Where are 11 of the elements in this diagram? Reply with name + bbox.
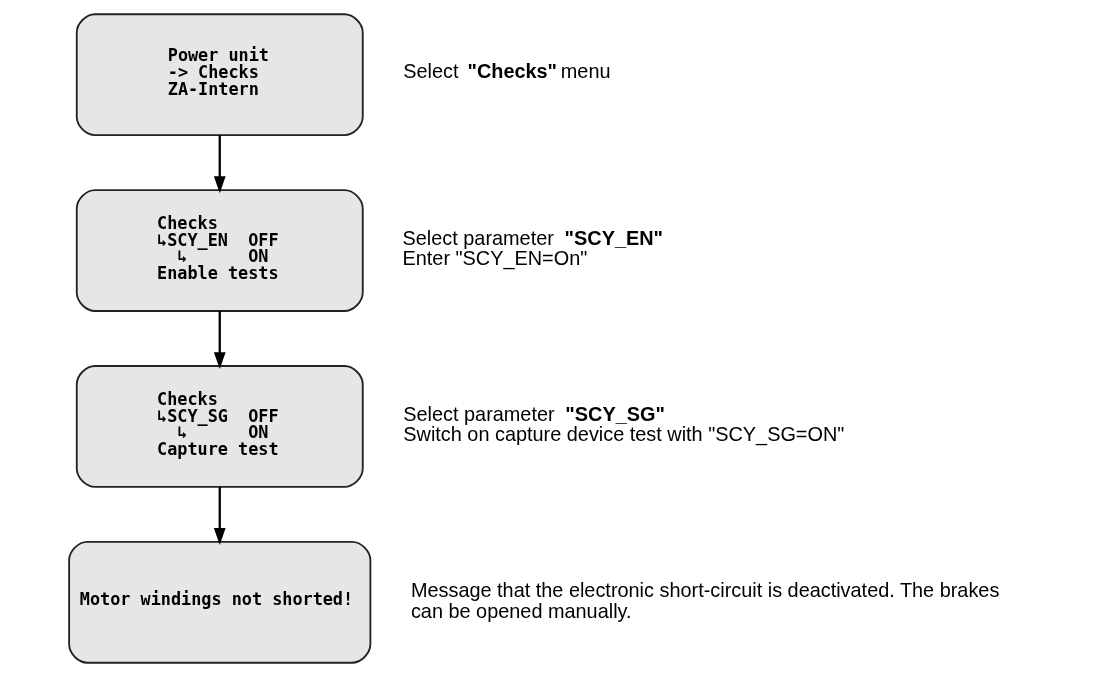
arrow [213,311,226,370]
node-box: Power unit -> Checks ZA-Intern [75,13,364,136]
node-label: Select parameter "SCY_SG" [403,402,665,425]
node-label: Select parameter "SCY_EN" [402,227,664,250]
arrow [213,486,226,545]
node-label: Select "Checks" menu [403,60,611,83]
arrow [213,135,226,194]
node-label: Message that the electronic short-circuit is deactivated. The brakes can be opened manually. [410,578,1000,623]
node-box: Checks ↳SCY_SG OFF ↳ ON Capture test [75,365,364,488]
node-box: Motor windings not shorted! [68,541,372,664]
node-box: Checks ↳SCY_EN OFF ↳ ON Enable tests [75,189,364,312]
